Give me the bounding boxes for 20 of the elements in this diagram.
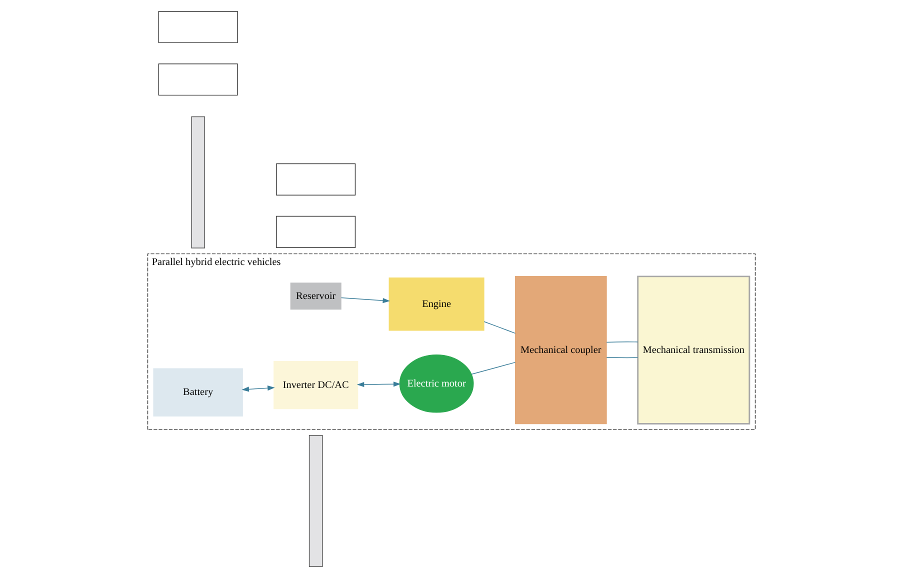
node-bar [190, 116, 204, 248]
arrow [241, 386, 274, 392]
arrow [340, 297, 390, 304]
node-box: Reservoir [290, 282, 341, 310]
node-box [276, 163, 356, 196]
node-bar [308, 435, 322, 568]
connector [606, 357, 638, 358]
node-box [158, 63, 238, 96]
node-ellipse: Electric motor [398, 354, 474, 413]
connector [606, 342, 638, 343]
node-box: Mechanical coupler [514, 276, 606, 424]
node-box: Battery [152, 368, 242, 416]
connector [470, 362, 516, 375]
node-box: Engine [388, 278, 484, 331]
node-box: Inverter DC/AC [273, 361, 358, 410]
node-box [276, 216, 356, 248]
node-box: Mechanical transmission [636, 276, 750, 424]
connector [483, 321, 516, 334]
node-box [158, 10, 238, 44]
arrow [356, 382, 400, 388]
